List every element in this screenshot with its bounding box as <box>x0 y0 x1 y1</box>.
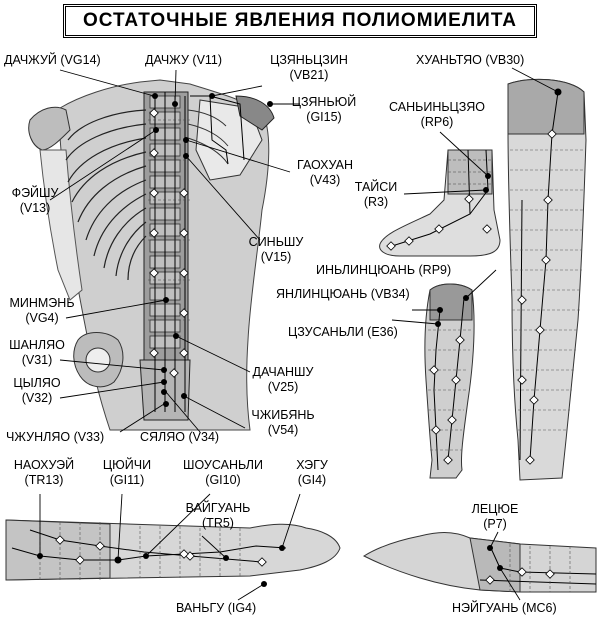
label-chzhibyan: ЧЖИБЯНЬ(V54) <box>251 408 315 437</box>
right-hand-figure <box>362 531 597 601</box>
label-dachzhuy: ДАЧЖУЙ (VG14) <box>4 53 101 67</box>
label-neyguan: НЭЙГУАНЬ (MC6) <box>452 601 557 615</box>
label-vayguan: ВАЙГУАНЬ(TR5) <box>185 501 251 530</box>
label-shousanli: ШОУСАНЬЛИ(GI10) <box>183 458 263 487</box>
label-cylyao: ЦЫЛЯО(V32) <box>13 376 61 405</box>
torso-figure <box>28 79 275 431</box>
page-title: ОСТАТОЧНЫЕ ЯВЛЕНИЯ ПОЛИОМИЕЛИТА <box>63 4 537 38</box>
label-gaohuan: ГАОХУАН(V43) <box>297 158 353 187</box>
label-minmen: МИНМЭНЬ(VG4) <box>9 296 75 325</box>
label-dachzhu: ДАЧЖУ (V11) <box>145 53 223 67</box>
label-naohuey: НАОХУЭЙ(TR13) <box>13 458 75 487</box>
label-feyshu: ФЭЙШУ(V13) <box>11 186 59 215</box>
label-vangu: ВАНЬГУ (IG4) <box>176 601 257 615</box>
label-czusanli: ЦЗУСАНЬЛИ (E36) <box>288 325 398 339</box>
left-arm-figure <box>5 493 341 601</box>
label-czyanyuy: ЦЗЯНЬЮЙ(GI15) <box>291 95 357 124</box>
label-hegu: ХЭГУ(GI4) <box>296 458 328 487</box>
label-czyanczin: ЦЗЯНЬЦЗИН(VB21) <box>270 53 348 82</box>
label-yanlincyuan: ЯНЛИНЦЮАНЬ (VB34) <box>276 287 410 301</box>
label-lecyue: ЛЕЦЮЕ(P7) <box>471 502 519 531</box>
label-taysi: ТАЙСИ(R3) <box>354 180 398 209</box>
label-shanlyao: ШАНЛЯО(V31) <box>9 338 65 367</box>
label-dachanshu: ДАЧАНШУ(V25) <box>252 365 314 394</box>
foot-figure <box>379 131 501 257</box>
label-inlincyuan: ИНЬЛИНЦЮАНЬ (RP9) <box>316 263 452 277</box>
label-cyuychi: ЦЮЙЧИ(GI11) <box>102 458 152 487</box>
side-leg-figure <box>507 67 587 481</box>
label-huantyao: ХУАНЬТЯО (VB30) <box>416 53 525 67</box>
label-sinshu: СИНЬШУ(V15) <box>248 235 304 264</box>
label-saninczyao: САНЬИНЬЦЗЯО(RP6) <box>389 100 485 129</box>
label-chzhunlyao: ЧЖУНЛЯО (V33) <box>6 430 105 444</box>
back-leaders <box>49 69 300 433</box>
front-leg-figure <box>391 269 497 479</box>
title-text: ОСТАТОЧНЫЕ ЯВЛЕНИЯ ПОЛИОМИЕЛИТА <box>83 10 517 31</box>
label-syalyao: СЯЛЯО (V34) <box>140 430 220 444</box>
